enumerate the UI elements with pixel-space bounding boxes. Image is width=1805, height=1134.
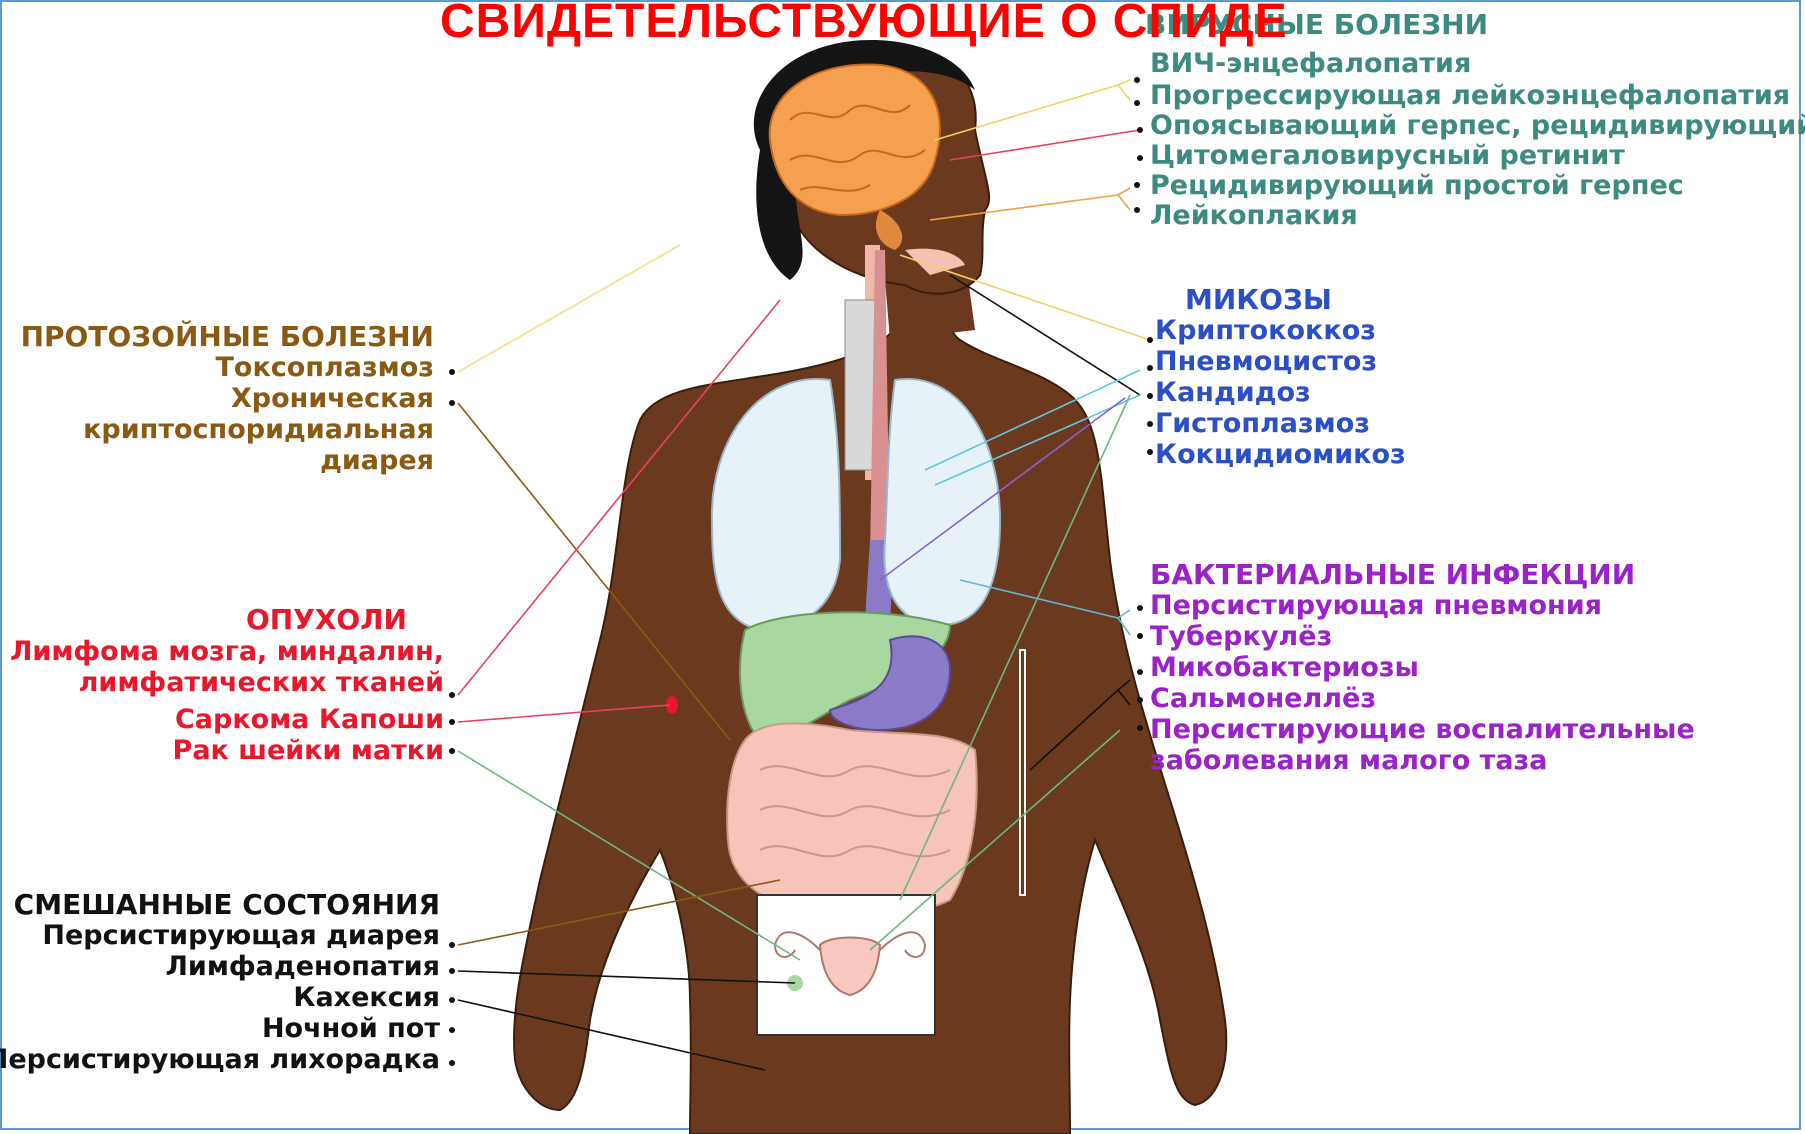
viral-item: ВИЧ-энцефалопатия xyxy=(1150,48,1471,79)
mixed-item: Ночной пот xyxy=(262,1013,440,1044)
viral-item: Лейкоплакия xyxy=(1150,200,1358,231)
bacterial-item: Микобактериозы xyxy=(1150,652,1419,683)
bacterial-heading: БАКТЕРИАЛЬНЫЕ ИНФЕКЦИИ xyxy=(1150,558,1635,591)
viral-item: Цитомегаловирусный ретинит xyxy=(1150,140,1625,171)
intestines xyxy=(727,723,977,915)
protozoal-item: Хроническая xyxy=(231,383,434,414)
tumors-item: лимфатических тканей xyxy=(79,667,444,698)
mixed-item: Кахексия xyxy=(293,982,440,1013)
mycoses-item: Кандидоз xyxy=(1155,377,1311,408)
bacterial-item: Персистирующие воспалительные xyxy=(1150,714,1695,745)
bacterial-item: Сальмонеллёз xyxy=(1150,683,1376,714)
viral-item: Прогрессирующая лейкоэнцефалопатия xyxy=(1150,80,1790,111)
tumors-item: Рак шейки матки xyxy=(173,735,444,766)
tumors-heading: ОПУХОЛИ xyxy=(246,603,407,636)
mycoses-item: Криптококкоз xyxy=(1155,315,1376,346)
mixed-item: Персистирующая лихорадка xyxy=(0,1044,440,1075)
mycoses-item: Гистоплазмоз xyxy=(1155,408,1370,439)
mycoses-heading: МИКОЗЫ xyxy=(1185,283,1332,316)
mixed-item: Персистирующая диарея xyxy=(42,920,440,951)
bacterial-item: Туберкулёз xyxy=(1150,621,1332,652)
protozoal-heading: ПРОТОЗОЙНЫЕ БОЛЕЗНИ xyxy=(21,320,434,353)
bacterial-item: заболевания малого таза xyxy=(1150,745,1547,776)
bacterial-item: Персистирующая пневмония xyxy=(1150,590,1602,621)
protozoal-item: криптоспоридиальная xyxy=(83,414,434,445)
mycoses-item: Кокцидиомикоз xyxy=(1155,439,1406,470)
mixed-item: Лимфаденопатия xyxy=(165,951,440,982)
protozoal-item: Токсоплазмоз xyxy=(216,352,435,383)
protozoal-item: диарея xyxy=(320,445,434,476)
mixed-heading: СМЕШАННЫЕ СОСТОЯНИЯ xyxy=(14,888,440,921)
viral-item: Опоясывающий герпес, рецидивирующий xyxy=(1150,110,1805,141)
viral-item: Рецидивирующий простой герпес xyxy=(1150,170,1684,201)
page-title: СВИДЕТЕЛЬСТВУЮЩИЕ О СПИДЕ xyxy=(440,0,1288,49)
mycoses-item: Пневмоцистоз xyxy=(1155,346,1377,377)
tumors-item: Саркома Капоши xyxy=(175,704,444,735)
tumors-item: Лимфома мозга, миндалин, xyxy=(10,636,444,667)
